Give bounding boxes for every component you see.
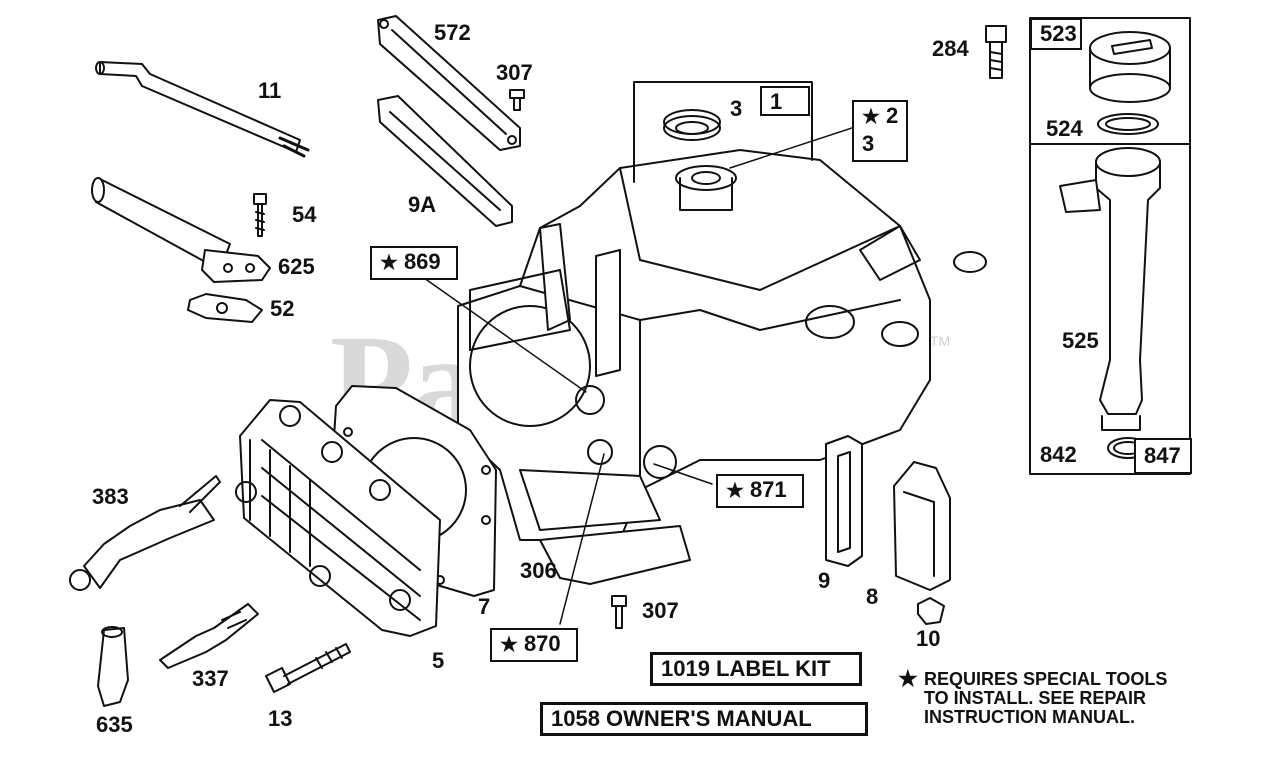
box-523: 523 <box>1030 18 1082 50</box>
star-icon: ★ <box>862 106 880 128</box>
part-284-screw <box>985 25 1007 79</box>
leader-lines <box>423 277 713 625</box>
callout-625: 625 <box>278 254 315 279</box>
part-13-bolt <box>265 643 351 693</box>
callout-9a: 9A <box>408 192 437 217</box>
callout-284: 284 <box>932 36 969 61</box>
part-3-oil-seal <box>663 109 721 141</box>
part-5-cylinder-head <box>235 399 441 637</box>
box-870-number: 870 <box>523 631 561 656</box>
owners-manual-text: 1058 OWNER'S MANUAL <box>551 706 812 731</box>
box-3-number: 3 <box>862 131 875 156</box>
part-524-o-ring <box>1097 113 1159 135</box>
dipstick-group-frame <box>1029 17 1191 475</box>
part-572-gasket <box>377 15 521 151</box>
callout-306: 306 <box>520 558 557 583</box>
box-3: 3 <box>852 130 908 162</box>
part-9a-gasket <box>377 95 513 227</box>
callout-307-bottom: 307 <box>642 598 679 623</box>
star-icon: ★ <box>500 634 518 656</box>
box-847: 847 <box>1134 438 1192 474</box>
part-54-screw <box>253 193 267 237</box>
box-523-number: 523 <box>1040 21 1077 46</box>
part-306-gasket <box>539 525 691 585</box>
part-337-spark-plug <box>159 603 259 669</box>
part-525-dipstick-tube <box>1059 147 1161 431</box>
box-869: ★869 <box>370 246 458 280</box>
callout-635: 635 <box>96 712 133 737</box>
box-2: ★2 <box>852 100 908 132</box>
kit-1-frame <box>633 81 859 183</box>
part-9-breather-gasket <box>825 435 863 567</box>
part-10-plug <box>917 597 945 625</box>
callout-10: 10 <box>916 626 941 651</box>
callout-842: 842 <box>1040 442 1077 467</box>
part-635-terminal <box>97 626 129 707</box>
box-2-number: 2 <box>885 103 899 128</box>
callout-11: 11 <box>258 78 282 103</box>
callout-9: 9 <box>818 568 831 593</box>
box-847-number: 847 <box>1144 443 1181 468</box>
callout-5: 5 <box>432 648 445 673</box>
label-kit-text: 1019 LABEL KIT <box>661 656 831 681</box>
watermark-trademark: TM <box>930 333 951 349</box>
note-line-1: REQUIRES SPECIAL TOOLS <box>924 669 1168 689</box>
callout-524: 524 <box>1046 116 1083 141</box>
callout-8: 8 <box>866 584 879 609</box>
part-307-screw-bottom <box>611 595 627 629</box>
callout-383: 383 <box>92 484 129 509</box>
box-871-number: 871 <box>749 477 787 502</box>
box-1-number: 1 <box>770 89 783 114</box>
callout-52: 52 <box>270 296 295 321</box>
callout-3: 3 <box>730 96 743 121</box>
part-383-tool <box>69 475 221 591</box>
callout-7: 7 <box>478 594 491 619</box>
callout-337: 337 <box>192 666 229 691</box>
label-kit-box: 1019 LABEL KIT <box>650 652 862 686</box>
callout-307-top: 307 <box>496 60 533 85</box>
owners-manual-box: 1058 OWNER'S MANUAL <box>540 702 868 736</box>
box-870: ★870 <box>490 628 578 662</box>
callout-525: 525 <box>1062 328 1099 353</box>
callout-572: 572 <box>434 20 471 45</box>
star-icon: ★ <box>898 666 918 691</box>
part-307-screw-top <box>509 89 525 111</box>
star-icon: ★ <box>380 252 398 274</box>
part-52-gasket <box>187 293 263 323</box>
special-tools-note: ★ REQUIRES SPECIAL TOOLS TO INSTALL. SEE… <box>898 666 1168 727</box>
cylinder-block <box>457 149 987 541</box>
part-625-breather-tube <box>91 177 271 283</box>
note-line-3: INSTRUCTION MANUAL. <box>924 707 1135 727</box>
part-8-breather-cover <box>893 461 951 591</box>
callout-54: 54 <box>292 202 317 227</box>
part-523-dipstick-cap <box>1089 31 1171 103</box>
box-1: 1 <box>760 86 810 116</box>
star-icon: ★ <box>726 480 744 502</box>
note-line-2: TO INSTALL. SEE REPAIR <box>924 688 1147 708</box>
box-869-number: 869 <box>403 249 441 274</box>
box-871: ★871 <box>716 474 804 508</box>
part-11-tube <box>95 61 310 158</box>
callout-13: 13 <box>268 706 293 731</box>
